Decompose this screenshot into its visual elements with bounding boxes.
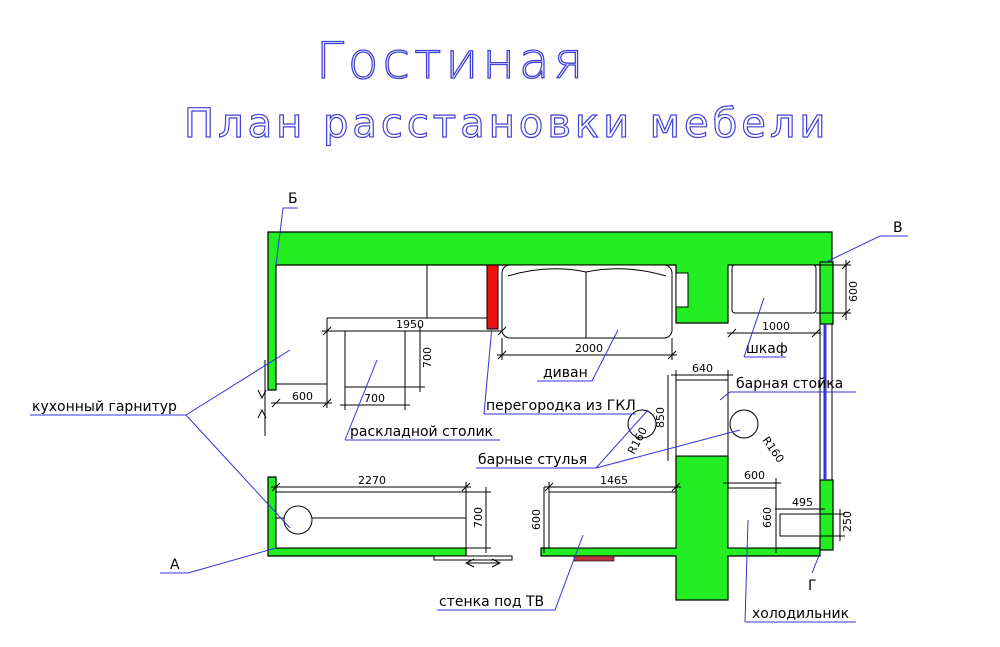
dim-600-bar: 600 xyxy=(744,469,765,482)
sofa xyxy=(501,264,689,339)
dim-1465: 1465 xyxy=(600,474,628,487)
drawing-title: Гостиная xyxy=(316,32,587,90)
dim-700-bottom: 700 xyxy=(472,507,485,528)
dim-600-tv: 600 xyxy=(530,509,543,530)
dim-600-wardrobe: 600 xyxy=(847,281,860,302)
dim-250: 250 xyxy=(841,511,854,532)
window-right xyxy=(819,324,833,480)
bar-counter xyxy=(675,379,729,457)
axis-label-g: Г xyxy=(808,578,817,594)
kitchen-counter-bottom xyxy=(275,491,513,561)
wall-right-upper xyxy=(819,261,834,325)
label-bar-counter: барная стойка xyxy=(736,376,843,392)
dim-495: 495 xyxy=(792,496,813,509)
wardrobe xyxy=(731,264,817,314)
label-kitchen: кухонный гарнитур xyxy=(32,399,177,415)
dim-1950: 1950 xyxy=(396,318,424,331)
dim-700-table-h: 700 xyxy=(421,347,434,368)
folding-table xyxy=(344,330,406,388)
label-tv-wall: стенка под ТВ xyxy=(439,594,544,610)
label-fridge: холодильник xyxy=(752,606,849,622)
labels: Б В А Г кухонный гарнитур диван шкаф бар… xyxy=(32,191,903,622)
fridge xyxy=(727,487,821,549)
dimension-lines xyxy=(271,260,851,553)
axis-label-a: А xyxy=(170,557,180,573)
wall-right-lower xyxy=(819,479,834,551)
bar-stool-left xyxy=(627,409,657,439)
gkl-partition xyxy=(486,264,499,330)
dim-2270: 2270 xyxy=(358,474,386,487)
kitchen-unit xyxy=(276,265,500,388)
dim-850: 850 xyxy=(654,407,667,428)
label-bar-stools: барные стулья xyxy=(478,452,587,468)
axis-label-b: Б xyxy=(288,191,298,207)
dim-1000: 1000 xyxy=(762,320,790,333)
label-wardrobe: шкаф xyxy=(746,341,788,357)
label-sofa: диван xyxy=(543,365,588,381)
dim-2000: 2000 xyxy=(575,342,603,355)
label-partition: перегородка из ГКЛ xyxy=(486,398,636,414)
axis-label-v: В xyxy=(893,220,903,236)
dim-600-kitchen: 600 xyxy=(292,390,313,403)
bar-stool-right xyxy=(729,409,759,439)
door-marker-left xyxy=(257,360,267,436)
dim-700-table-w: 700 xyxy=(364,392,385,405)
leaders xyxy=(30,207,908,623)
dim-640: 640 xyxy=(692,362,713,375)
dim-660: 660 xyxy=(761,507,774,528)
dimension-texts: 1950 2000 1000 600 700 700 600 640 850 R… xyxy=(292,281,860,532)
tv-wall-unit xyxy=(548,491,677,562)
label-folding-table: раскладной столик xyxy=(350,424,493,440)
sink-icon xyxy=(283,505,313,535)
drawing-subtitle: План расстановки мебели xyxy=(184,101,829,147)
door-marker-bottom xyxy=(464,558,502,568)
dim-r160-right: R160 xyxy=(760,434,787,465)
